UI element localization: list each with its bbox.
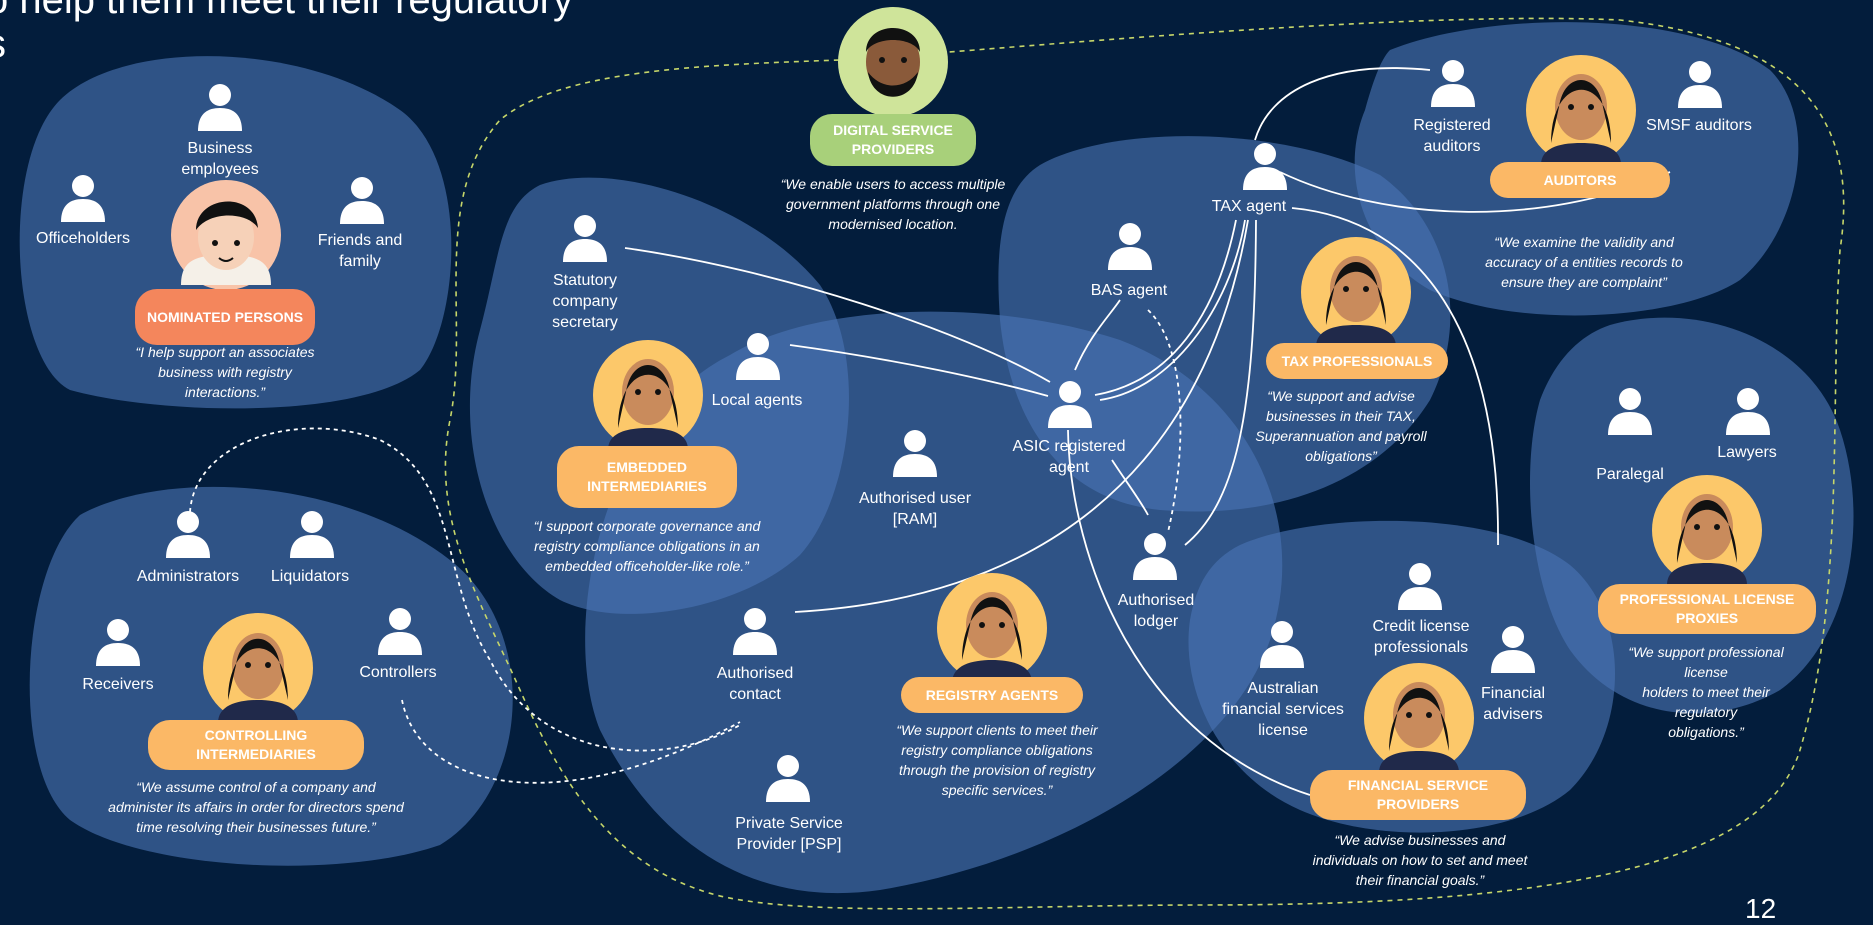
avatar-auditors xyxy=(1526,55,1636,165)
label-paralegal: Paralegal xyxy=(1596,466,1664,483)
label-authorised-user-ram: Authorised user [RAM] xyxy=(858,490,972,528)
quote-embedded-intermediaries: “I support corporate governance and regi… xyxy=(533,518,761,574)
avatar-embedded xyxy=(593,340,703,450)
quote-controlling-intermediaries: “We assume control of a company and admi… xyxy=(108,779,404,835)
connector-asic-tax-1 xyxy=(1094,219,1237,396)
pill-registry-agents: REGISTRY AGENTS xyxy=(901,677,1083,713)
label-liquidators: Liquidators xyxy=(270,568,350,585)
digital-service-boundary xyxy=(444,17,1845,910)
label-officeholders: Officeholders xyxy=(36,230,130,247)
label-asic-registered-agent: ASIC registered agent xyxy=(1012,438,1126,476)
avatar-nominated xyxy=(171,180,281,290)
label-local-agents: Local agents xyxy=(711,392,803,409)
pill-digital-service-providers: DIGITAL SERVICE PROVIDERS xyxy=(810,114,976,166)
label-business-employees: Business employees xyxy=(181,140,259,178)
pill-professional-license-proxies: PROFESSIONAL LICENSE PROXIES xyxy=(1598,584,1816,634)
label-tax-agent: TAX agent xyxy=(1211,198,1287,215)
quote-nominated-persons: “I help support an associates business w… xyxy=(135,344,315,400)
label-credit-license-professionals: Credit license professionals xyxy=(1372,618,1470,656)
connector-tax-financial xyxy=(1291,207,1499,546)
avatar-license xyxy=(1652,475,1762,585)
label-financial-advisers: Financial advisers xyxy=(1480,685,1546,723)
cluster-tax-professionals xyxy=(998,136,1451,512)
dashed-connector-controllers-contact xyxy=(401,699,741,784)
quote-professional-license-proxies: “We support professional license holders… xyxy=(1628,644,1784,740)
quote-tax-professionals: “We support and advise businesses in the… xyxy=(1255,388,1427,464)
connector-asic-bas xyxy=(1074,299,1121,371)
connector-lodger-tax xyxy=(1184,219,1257,546)
quote-digital-service-providers: “We enable users to access multiple gove… xyxy=(780,176,1006,232)
page-number: 12 xyxy=(1745,893,1777,924)
connector-secretary-asic xyxy=(624,247,1051,383)
label-authorised-contact: Authorised contact xyxy=(716,665,794,703)
pill-auditors: AUDITORS xyxy=(1490,162,1670,198)
avatar-registry xyxy=(937,573,1047,683)
dashed-connector-bas-lodger xyxy=(1147,309,1182,533)
connector-tax-auditors xyxy=(1254,67,1431,141)
avatar-digital xyxy=(838,7,948,117)
label-smsf-auditors: SMSF auditors xyxy=(1646,117,1752,134)
quote-financial-service-providers: “We advise businesses and individuals on… xyxy=(1312,832,1528,888)
label-registered-auditors: Registered auditors xyxy=(1413,117,1491,155)
label-lawyers: Lawyers xyxy=(1717,444,1777,461)
label-authorised-lodger: Authorised lodger xyxy=(1117,592,1195,630)
label-controllers: Controllers xyxy=(359,664,437,681)
label-australian-financial-services-license: Australian financial services license xyxy=(1222,680,1344,739)
connector-asic-tax-2 xyxy=(1099,219,1246,401)
label-administrators: Administrators xyxy=(136,568,240,585)
label-receivers: Receivers xyxy=(82,676,154,693)
avatar-controlling xyxy=(203,613,313,723)
connector-contact-tax xyxy=(794,219,1249,613)
pill-tax-professionals: TAX PROFESSIONALS xyxy=(1266,343,1448,379)
quote-auditors: “We examine the validity and accuracy of… xyxy=(1485,234,1683,290)
pill-nominated-persons: NOMINATED PERSONS xyxy=(135,289,315,345)
avatar-tax xyxy=(1301,237,1411,347)
page-title: o help them meet their regulatory s xyxy=(0,0,573,66)
connector-asic-lodger xyxy=(1111,459,1149,516)
connector-local-asic xyxy=(789,344,1049,397)
dashed-connector-administrators-contact xyxy=(189,427,741,752)
connector-asic-financial xyxy=(1067,429,1311,796)
label-private-service-provider: Private Service Provider [PSP] xyxy=(735,815,843,853)
label-friends-family: Friends and family xyxy=(317,232,403,270)
pill-financial-service-providers: FINANCIAL SERVICE PROVIDERS xyxy=(1310,770,1526,820)
pill-embedded-intermediaries: EMBEDDED INTERMEDIARIES xyxy=(557,446,737,508)
quote-registry-agents: “We support clients to meet their regist… xyxy=(896,722,1098,798)
avatar-financial xyxy=(1364,663,1474,773)
label-bas-agent: BAS agent xyxy=(1090,282,1168,299)
pill-controlling-intermediaries: CONTROLLING INTERMEDIARIES xyxy=(148,720,364,770)
label-statutory-company-secretary: Statutory company secretary xyxy=(552,272,618,331)
